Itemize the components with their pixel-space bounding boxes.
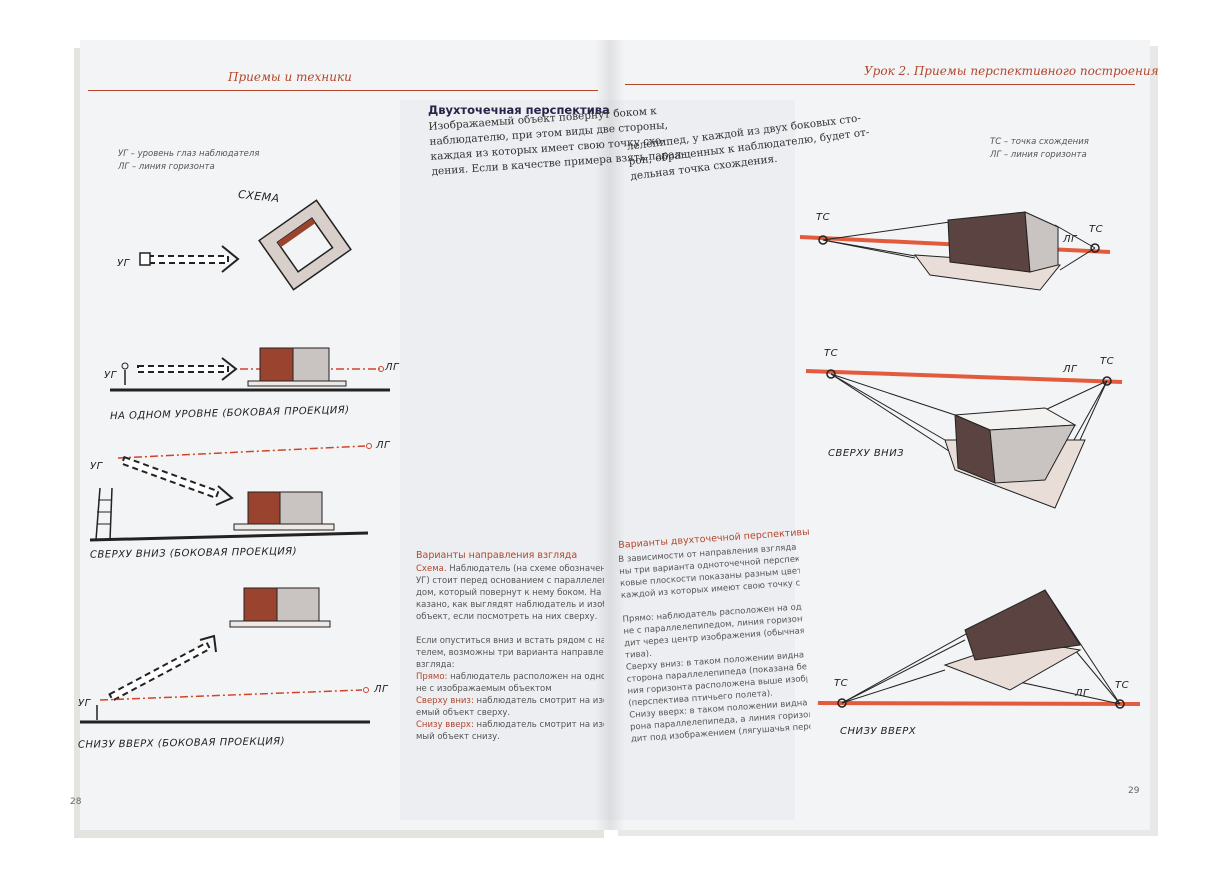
legend-lg: ЛГ – линия горизонта <box>990 150 1087 160</box>
left-running-header: Приемы и техники <box>228 70 352 84</box>
label-lg-r2: ЛГ <box>1063 364 1078 375</box>
text-line: телем, возможны три варианта направления <box>416 648 604 658</box>
text-line: дом, который повернут к нему боком. На с… <box>416 588 604 598</box>
text-line: взгляда: <box>416 660 455 670</box>
left-header-rule <box>88 90 598 91</box>
label-ts-2: ТС <box>1089 224 1104 235</box>
right-header-rule <box>625 84 1135 85</box>
label-ts-4: ТС <box>1100 356 1115 367</box>
text-line: емый объект сверху. <box>416 708 511 718</box>
sketch-2pt-level <box>799 211 1111 291</box>
page-number-right: 29 <box>1128 786 1140 796</box>
legend-ug: УГ – уровень глаз наблюдателя <box>118 149 260 159</box>
label-ug-1: УГ <box>117 258 130 269</box>
label-lg-r1: ЛГ <box>1063 234 1078 245</box>
label-top-down-r: СВЕРХУ ВНИЗ <box>828 448 905 459</box>
text-line: мый объект снизу. <box>416 732 500 742</box>
left-legend: УГ – уровень глаз наблюдателя ЛГ – линия… <box>118 148 259 174</box>
variants-text: Схема. Наблюдатель (на схеме обозначен б… <box>416 563 604 743</box>
text-line: объект, если посмотреть на них сверху. <box>416 612 598 622</box>
label-lg-2: ЛГ <box>376 440 391 451</box>
text-line: Если опуститься вниз и встать рядом с на… <box>416 636 604 646</box>
label-lg-3: ЛГ <box>374 684 389 695</box>
text-line: наблюдатель смотрит на изображае- <box>476 720 604 730</box>
legend-ts: ТС – точка схождения <box>990 137 1089 147</box>
right-legend: ТС – точка схождения ЛГ – линия горизонт… <box>990 136 1089 162</box>
book-gutter <box>595 40 625 830</box>
term-straight: Прямо: <box>416 672 448 682</box>
term-down: Сверху вниз: <box>416 696 474 706</box>
term-scheme: Схема. <box>416 564 447 574</box>
label-lg-r3: ЛГ <box>1075 688 1090 699</box>
text-line: наблюдатель смотрит на изобража- <box>476 696 604 706</box>
sketch-level <box>110 347 390 392</box>
label-ug-2: УГ <box>104 370 117 381</box>
label-ug-4: УГ <box>78 698 91 709</box>
sketch-2pt-bottom-up <box>817 589 1141 709</box>
scheme-arrow <box>139 245 240 273</box>
section-title: Двухточечная перспектива <box>428 103 610 117</box>
variants-title: Варианты направления взгляда <box>416 550 578 561</box>
page-number-left: 28 <box>70 797 82 807</box>
label-ts-5: ТС <box>834 678 849 689</box>
text-line: казано, как выглядят наблюдатель и изобр… <box>416 600 604 610</box>
text-line: УГ) стоит перед основанием с параллелепи… <box>416 576 604 586</box>
text-line: не с изображаемым объектом <box>416 684 552 694</box>
sketch-bottom-up <box>80 587 370 724</box>
label-ug-3: УГ <box>90 461 103 472</box>
text-line: Наблюдатель (на схеме обозначен буквой <box>449 564 604 574</box>
label-ts-3: ТС <box>824 348 839 359</box>
sketch-top-down <box>89 443 372 542</box>
term-up: Снизу вверх: <box>416 720 474 730</box>
label-ts-6: ТС <box>1115 680 1130 691</box>
sketch-2pt-top-down <box>805 369 1123 509</box>
label-lg-1: ЛГ <box>385 362 400 373</box>
label-bottom-up-r: СНИЗУ ВВЕРХ <box>840 726 917 737</box>
text-line: наблюдатель расположен на одном уров- <box>450 672 604 682</box>
legend-lg: ЛГ – линия горизонта <box>118 162 215 172</box>
text-column-background <box>400 100 795 820</box>
right-running-header: Урок 2. Приемы перспективного построения <box>864 64 1159 78</box>
scheme-frame <box>258 199 352 291</box>
label-ts-1: ТС <box>816 212 831 223</box>
